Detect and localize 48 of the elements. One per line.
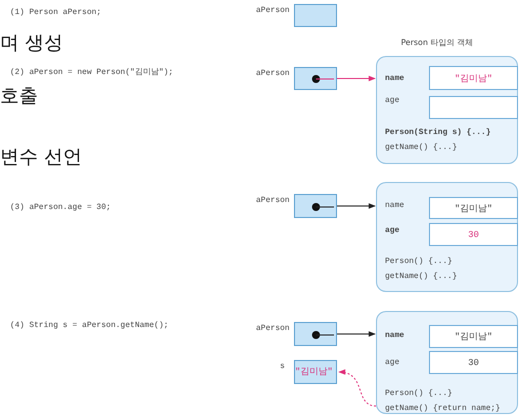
field-box	[429, 197, 518, 219]
field-value: 30	[468, 358, 479, 368]
variable-box	[294, 4, 337, 27]
variable-name: aPerson	[256, 6, 290, 15]
arrow	[338, 370, 376, 406]
field-name: name	[385, 201, 404, 210]
field-box	[429, 96, 518, 119]
variable-name: aPerson	[256, 69, 290, 78]
overlay-caption: 호출	[0, 84, 38, 109]
method-line: getName() {...}	[385, 272, 458, 281]
variable-name: aPerson	[256, 324, 290, 333]
object-title: Person 타입의 객체	[401, 37, 473, 48]
field-box	[429, 325, 518, 348]
code-line: (1) Person aPerson;	[10, 8, 102, 17]
code-line: (3) aPerson.age = 30;	[10, 203, 111, 212]
method-line: getName() {...}	[385, 143, 458, 152]
variable-box	[294, 322, 337, 346]
arrow	[336, 203, 376, 209]
method-line: getName() {return name;}	[385, 404, 500, 413]
field-name: age	[385, 226, 400, 235]
field-value: "김미남"	[295, 367, 333, 377]
arrow	[336, 331, 376, 337]
code-line: (4) String s = aPerson.getName();	[10, 321, 168, 330]
field-box	[429, 351, 518, 374]
variable-name: aPerson	[256, 196, 290, 205]
field-name: name	[385, 74, 404, 83]
field-name: name	[385, 331, 404, 340]
code-line: (2) aPerson = new Person("김미남");	[10, 67, 174, 77]
variable-name: s	[280, 362, 285, 371]
variable-box	[294, 194, 337, 218]
field-name: age	[385, 358, 400, 367]
object-panel	[376, 182, 518, 292]
method-line: Person(String s) {...}	[385, 128, 491, 137]
variable-box	[294, 360, 337, 384]
overlay-caption: 며 생성	[0, 31, 64, 56]
overlay-caption: 변수 선언	[0, 145, 82, 170]
field-name: age	[385, 96, 400, 105]
field-box	[429, 223, 518, 246]
method-line: Person() {...}	[385, 257, 452, 266]
field-value: "김미남"	[454, 331, 492, 343]
field-box	[429, 66, 518, 90]
variable-box	[294, 67, 337, 90]
field-value: "김미남"	[454, 202, 492, 214]
field-value: "김미남"	[454, 72, 492, 84]
object-panel	[376, 311, 518, 414]
field-value: 30	[468, 230, 479, 240]
method-line: Person() {...}	[385, 389, 452, 398]
arrow	[336, 76, 376, 82]
